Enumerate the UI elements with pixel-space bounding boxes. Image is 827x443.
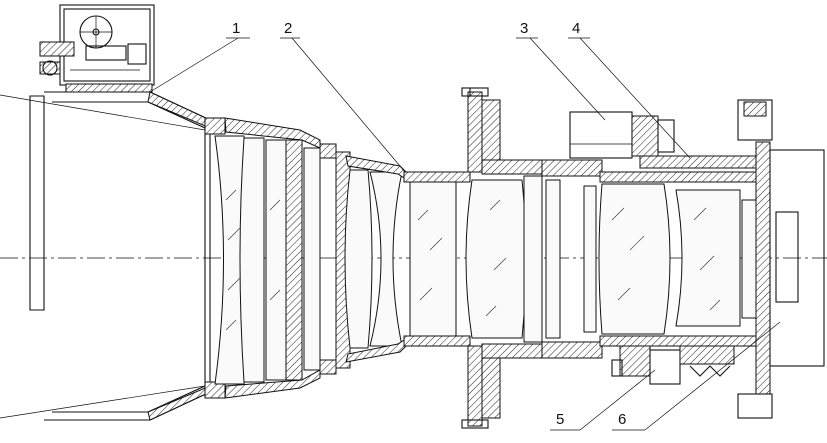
callout-3-label: 3	[520, 20, 528, 37]
focus-motor-box	[39, 4, 155, 93]
callout-2-label: 2	[284, 20, 292, 37]
callout-6: 6	[612, 321, 781, 431]
callout-2: 2	[280, 20, 406, 173]
middle-lens-group	[335, 151, 543, 369]
zoom-motor-box	[569, 111, 761, 169]
callout-6-label: 6	[618, 411, 626, 428]
lower-mechanism	[611, 345, 735, 385]
rear-lens-group	[541, 159, 761, 359]
front-lens-group	[204, 117, 337, 399]
callout-5-label: 5	[556, 411, 564, 428]
callout-3: 3	[516, 20, 606, 121]
mid-flange	[461, 87, 543, 429]
callout-4: 4	[568, 20, 691, 159]
rear-flange	[737, 99, 825, 419]
callout-4-label: 4	[572, 20, 580, 37]
callout-1-label: 1	[232, 20, 240, 37]
callout-1: 1	[149, 20, 250, 93]
front-hood	[0, 91, 211, 421]
callout-5: 5	[550, 369, 656, 431]
